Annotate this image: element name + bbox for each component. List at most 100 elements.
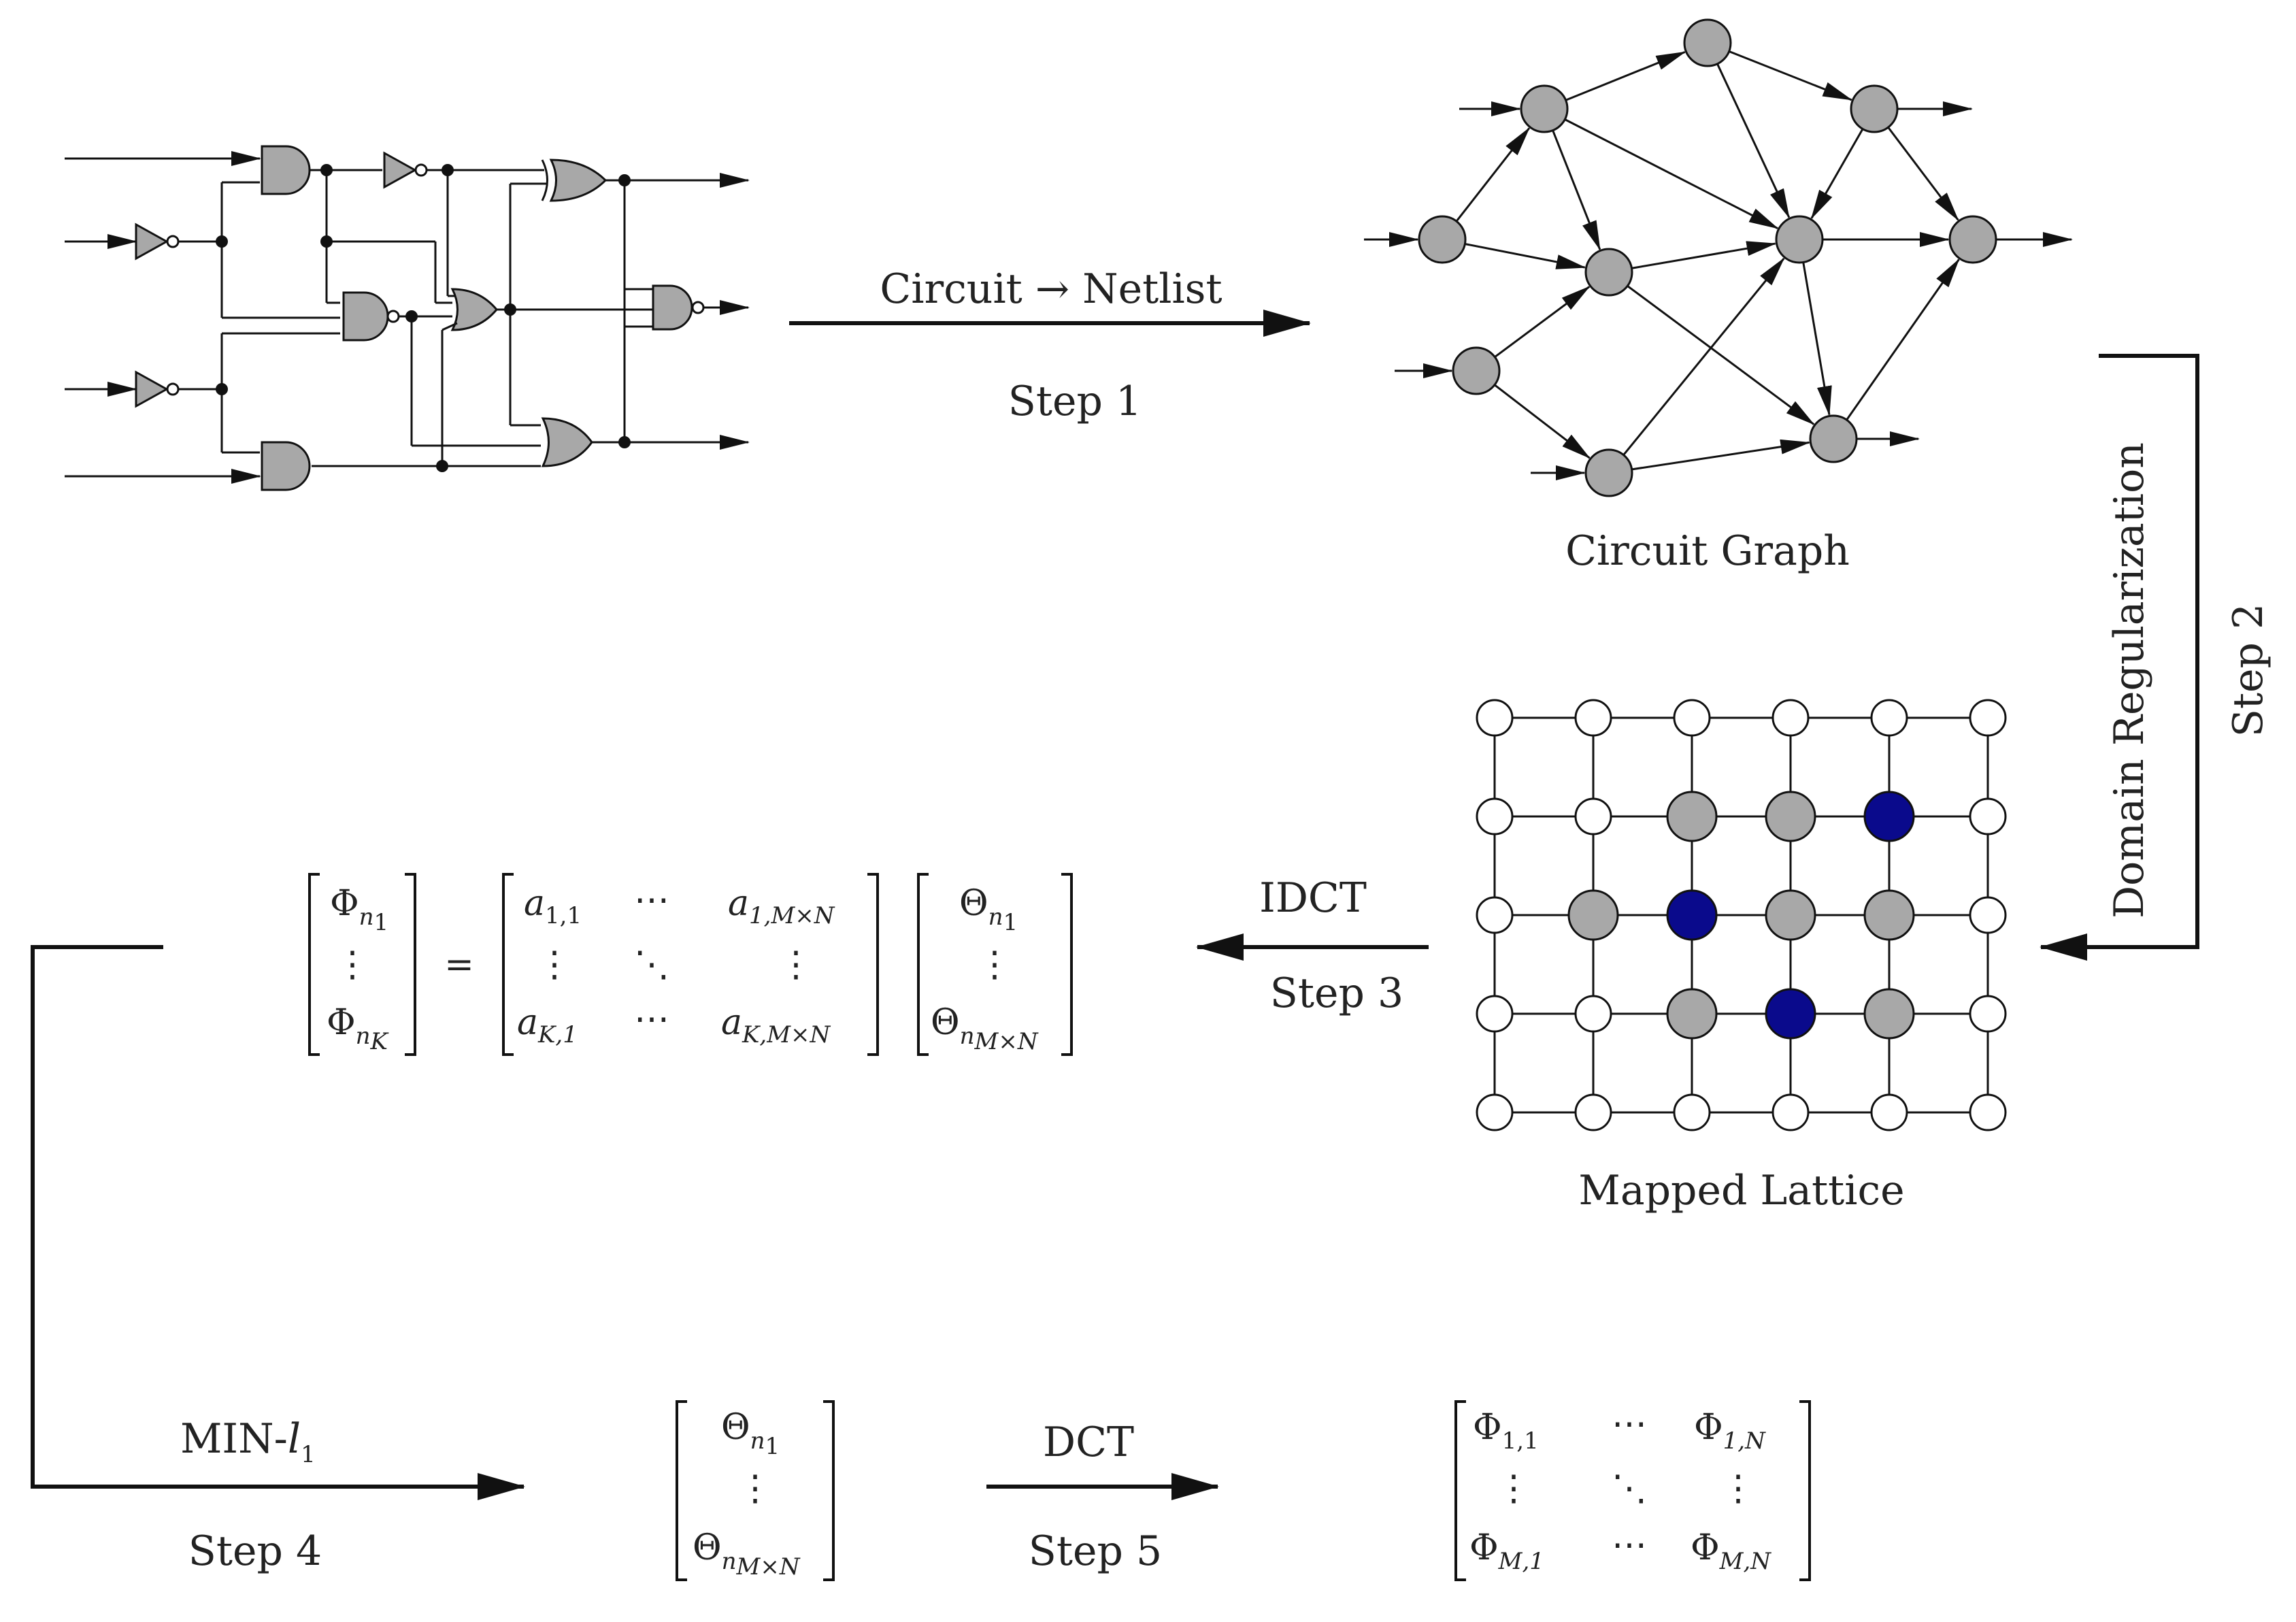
graph-edge [1494,384,1591,459]
graph-edge [1887,127,1959,221]
mapped-lattice-label: Mapped Lattice [1578,1167,1904,1214]
circuit-graph [1364,18,2073,497]
step4-arrow-group: MIN-l1 Step 4 [31,945,525,1575]
idct-equation [308,873,1073,1056]
a-11-symbol: a [524,883,545,924]
phi-matrix-brackets [1454,1400,1811,1581]
or-gate-2 [541,417,593,467]
a-matrix-left-bracket [502,873,514,1056]
graph-node [1584,248,1633,297]
mapped-lattice [1476,699,2007,1131]
or-gate-1 [450,288,498,331]
graph-edge [1494,286,1591,358]
min-l1-label: MIN-l1 [180,1415,316,1468]
a-1mn-sub: 1,M×N [749,902,835,929]
not-gate-3 [383,151,428,189]
lattice-node-empty [1969,896,2007,934]
phi-1n-symbol: Φ [1694,1407,1723,1448]
theta-n1-sub-idx: 1 [1003,909,1018,936]
a-matrix-right-bracket [867,873,879,1056]
svg-text:a1,1: a1,1 [524,883,582,929]
phi-n1-symbol: Φ [330,883,359,924]
step1-arrow-group: Circuit → Netlist Step 1 [789,265,1311,425]
a-ddots: ⋱ [634,944,669,985]
graph-node [1584,448,1633,497]
theta-nmn-sub: n [960,1023,975,1050]
graph-edge [1623,257,1785,456]
lattice-node-empty [1771,1093,1810,1131]
graph-edge [1716,63,1791,219]
graph-edge [1631,439,1811,471]
lattice-node-selected [1666,889,1718,941]
lattice-node-empty [1476,995,1514,1033]
step5-label: Step 5 [1029,1527,1162,1575]
phi-n1-sub-idx: 1 [374,909,389,936]
a-11-sub: 1,1 [545,902,582,929]
min-l1-text: MIN- [180,1415,288,1463]
a-kmn-sub: K,M×N [742,1021,831,1048]
nand-gate-1 [342,291,400,342]
lattice-node-mapped [1666,791,1718,842]
graph-node [1850,84,1899,133]
graph-edge [1564,118,1779,229]
graph-edge [1465,243,1586,269]
graph-node [1418,215,1467,264]
svg-text:Φ1,N: Φ1,N [1694,1407,1766,1455]
xor-gate-1 [541,159,608,202]
phi-m1-symbol: Φ [1469,1527,1499,1568]
phi-11-symbol: Φ [1473,1407,1502,1448]
step3-label: Step 3 [1270,970,1403,1017]
graph-edge [1627,285,1815,425]
a-kmn-symbol: a [721,1002,742,1043]
lattice-node-mapped [1765,791,1816,842]
lattice-node-empty [1673,1093,1711,1131]
theta-result-brackets [676,1400,835,1581]
lattice-node-empty [1673,699,1711,737]
graph-node [1948,215,1997,264]
graph-edge [1846,258,1960,421]
lattice-node-empty [1870,699,1908,737]
step2-arrow [2040,354,2199,961]
phi-mn-symbol: Φ [1691,1527,1720,1568]
theta-result-nmn-sub-idx: M×N [736,1553,801,1580]
not-gate-2 [135,370,180,408]
step5-arrow-group: DCT Step 5 [986,1419,1219,1575]
phi-vector-left-bracket [308,873,320,1056]
domain-regularization-label: Domain Regularization [2106,442,2153,918]
theta-result-n1-sub-idx: 1 [765,1433,780,1460]
theta-result-vdots: ⋮ [737,1468,773,1509]
lattice-node-empty [1574,797,1612,835]
graph-node [1452,346,1501,395]
step2-arrow-group: Domain Regularization Step 2 [2040,354,2272,961]
lattice-node-mapped [1863,889,1915,941]
a-rowK-hdots: ⋯ [634,999,669,1040]
theta-nmn-symbol: Θ [931,1002,960,1043]
phi-matrix: Φ1,1 ⋯ Φ1,N ⋮ ⋱ ⋮ ΦM,1 ⋯ ΦM,N [1469,1404,1771,1575]
graph-edge [1455,127,1531,222]
svg-text:a1,M×N: a1,M×N [728,883,835,929]
lattice-node-empty [1969,699,2007,737]
theta-result-nmn-sub: n [722,1548,737,1575]
svg-text:ΦnK: ΦnK [327,1002,390,1055]
theta-result-n1-sub: n [750,1427,765,1455]
lattice-node-empty [1476,1093,1514,1131]
a-k1-symbol: a [517,1002,538,1043]
graph-node [1520,84,1569,133]
graph-edge [1810,128,1864,220]
lattice-node-empty [1476,699,1514,737]
graph-edge [1631,241,1777,269]
graph-edge [1802,262,1832,416]
lattice-node-mapped [1666,988,1718,1040]
step4-arrow [31,945,525,1500]
phi-vector-vdots: ⋮ [335,944,370,985]
theta-result-left-bracket [676,1400,687,1581]
lattice-node-selected [1863,791,1915,842]
phi-matrix-left-bracket [1454,1400,1466,1581]
phi-nk-symbol: Φ [327,1002,356,1043]
svg-text:Φ1,1: Φ1,1 [1473,1407,1539,1455]
idct-label: IDCT [1259,874,1367,922]
phi-ddots: ⋱ [1612,1468,1647,1509]
logic-circuit [65,145,750,491]
idct-equation-text: Φn1 ⋮ ΦnK = a1,1 ⋯ a1,M×N ⋮ ⋱ ⋮ aK,1 ⋯ a… [327,880,1039,1055]
